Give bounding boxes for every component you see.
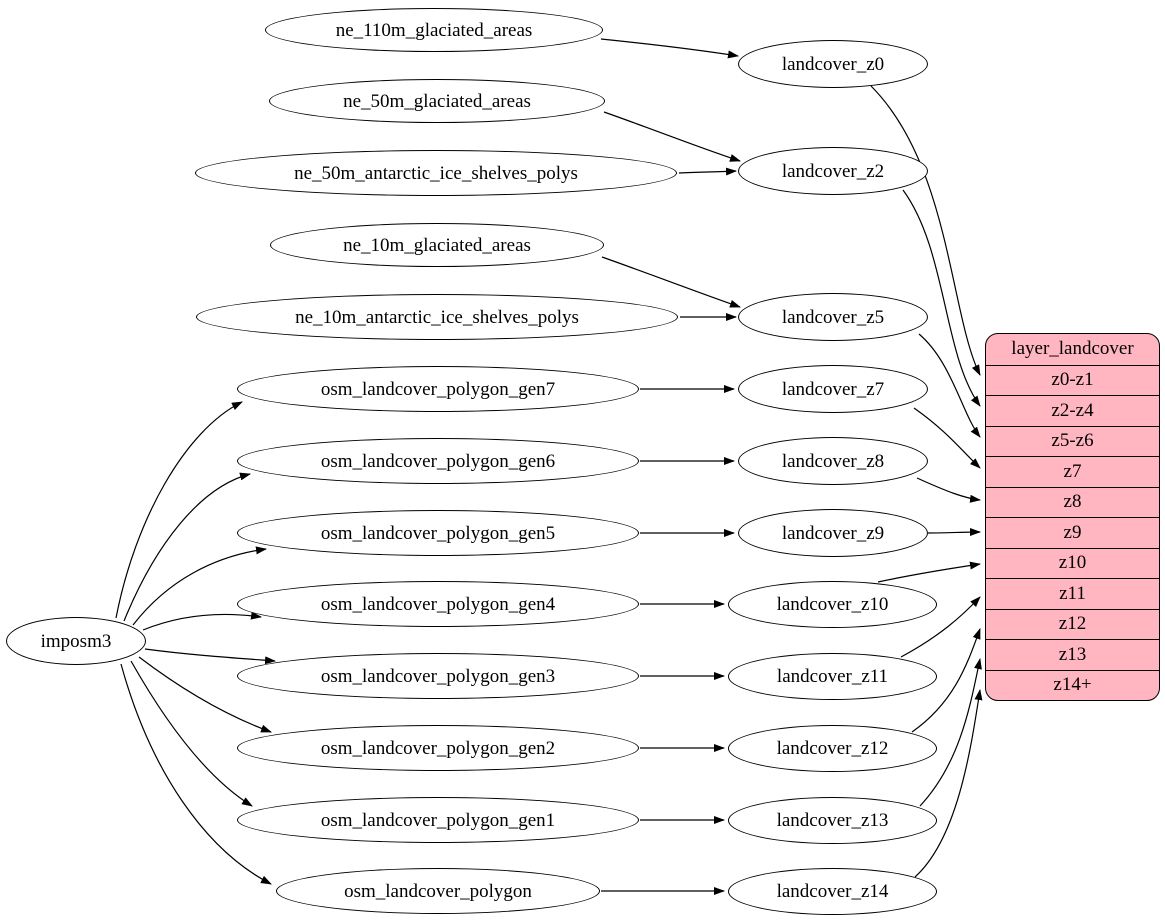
node-landcover-z5: landcover_z5	[738, 293, 928, 341]
node-label: ne_110m_glaciated_areas	[335, 19, 533, 41]
edge-z7-to-row-z7	[913, 407, 981, 469]
node-landcover-z8: landcover_z8	[738, 437, 928, 485]
record-row-z13: z13	[986, 639, 1159, 670]
edge-ne110m-to-z0	[600, 38, 739, 59]
node-landcover-z11: landcover_z11	[728, 653, 937, 700]
node-label: osm_landcover_polygon_gen3	[320, 665, 556, 687]
edge-imposm3-to-gen5	[132, 546, 267, 626]
node-imposm3: imposm3	[6, 617, 146, 665]
node-label: landcover_z8	[781, 450, 885, 472]
edge-ne50m-glac-to-z2	[603, 111, 741, 162]
record-row-z10: z10	[986, 547, 1159, 579]
node-label: landcover_z0	[781, 53, 885, 75]
edge-imposm3-to-gen7	[115, 401, 243, 619]
node-ne-10m-antarctic-ice-shelves-polys: ne_10m_antarctic_ice_shelves_polys	[196, 294, 678, 340]
node-landcover-z10: landcover_z10	[728, 581, 937, 628]
record-title: layer_landcover	[1011, 338, 1134, 360]
edge-z10-to-row-z10	[877, 561, 981, 583]
node-label: landcover_z5	[781, 306, 885, 328]
record-row-z8: z8	[986, 486, 1159, 518]
node-osm-landcover-polygon-gen3: osm_landcover_polygon_gen3	[237, 653, 639, 699]
record-row-z12: z12	[986, 608, 1159, 640]
edge-imposm3-to-gen2	[138, 656, 272, 733]
node-label: landcover_z9	[781, 522, 885, 544]
node-label: osm_landcover_polygon	[344, 880, 532, 902]
node-label: osm_landcover_polygon_gen4	[320, 593, 556, 615]
node-label: landcover_z2	[781, 160, 885, 182]
node-label: landcover_z11	[776, 666, 889, 687]
edge-imposm3-to-gen6	[123, 472, 251, 622]
node-label: landcover_z13	[776, 810, 889, 831]
node-label: landcover_z14	[776, 881, 889, 902]
node-label: osm_landcover_polygon_gen6	[320, 450, 556, 472]
node-ne-110m-glaciated-areas: ne_110m_glaciated_areas	[265, 8, 603, 52]
node-label: landcover_z12	[776, 738, 889, 759]
node-layer-landcover: layer_landcover z0-z1 z2-z4 z5-z6 z7 z8 …	[985, 333, 1160, 701]
edge-z5-to-row-z5-z6	[918, 333, 981, 438]
edge-z11-to-row-z11	[900, 596, 981, 658]
node-landcover-z7: landcover_z7	[738, 365, 928, 413]
edge-z8-to-row-z8	[916, 477, 981, 503]
node-label: osm_landcover_polygon_gen1	[320, 809, 556, 831]
node-ne-50m-glaciated-areas: ne_50m_glaciated_areas	[269, 79, 605, 123]
edge-imposm3-to-gen4	[142, 611, 262, 631]
node-landcover-z2: landcover_z2	[738, 147, 928, 195]
node-label: landcover_z7	[781, 378, 885, 400]
record-row-z5-z6: z5-z6	[986, 425, 1159, 457]
node-landcover-z9: landcover_z9	[738, 509, 928, 557]
record-row-z11: z11	[986, 578, 1159, 609]
node-osm-landcover-polygon-gen7: osm_landcover_polygon_gen7	[237, 366, 639, 412]
node-landcover-z14: landcover_z14	[728, 868, 937, 915]
edge-ne10m-glac-to-z5	[601, 256, 741, 308]
node-osm-landcover-polygon-gen5: osm_landcover_polygon_gen5	[237, 510, 639, 556]
edge-imposm3-to-gen1	[130, 660, 253, 807]
edge-z0-to-row-z0-z1	[870, 85, 981, 376]
record-row-z0-z1: z0-z1	[986, 364, 1159, 396]
node-osm-landcover-polygon-gen6: osm_landcover_polygon_gen6	[237, 438, 639, 484]
node-label: osm_landcover_polygon_gen7	[320, 378, 556, 400]
edge-z14-to-row-z14plus	[914, 689, 983, 878]
node-label: osm_landcover_polygon_gen5	[320, 522, 556, 544]
node-label: ne_50m_glaciated_areas	[343, 90, 531, 112]
node-ne-50m-antarctic-ice-shelves-polys: ne_50m_antarctic_ice_shelves_polys	[195, 150, 677, 196]
edge-ne50m-ant-to-z2	[678, 167, 737, 176]
edge-imposm3-to-polygon	[120, 663, 272, 885]
node-osm-landcover-polygon-gen2: osm_landcover_polygon_gen2	[237, 725, 639, 771]
record-row-z7: z7	[986, 456, 1159, 487]
node-label: ne_10m_glaciated_areas	[343, 234, 531, 256]
edge-imposm3-to-gen3	[144, 648, 276, 665]
node-osm-landcover-polygon: osm_landcover_polygon	[276, 868, 600, 914]
node-landcover-z13: landcover_z13	[728, 797, 937, 844]
node-ne-10m-glaciated-areas: ne_10m_glaciated_areas	[270, 223, 604, 267]
edge-z9-to-row-z9	[927, 528, 981, 537]
edge-z2-to-row-z2-z4	[902, 189, 981, 407]
edge-z13-to-row-z13	[919, 658, 982, 807]
record-row-z14plus: z14+	[986, 669, 1159, 701]
node-label: ne_10m_antarctic_ice_shelves_polys	[295, 306, 579, 328]
node-osm-landcover-polygon-gen4: osm_landcover_polygon_gen4	[237, 581, 639, 627]
node-landcover-z12: landcover_z12	[728, 725, 937, 772]
node-label: osm_landcover_polygon_gen2	[320, 737, 556, 759]
node-label: landcover_z10	[776, 594, 889, 615]
record-row-z9: z9	[986, 517, 1159, 548]
node-imposm3-label: imposm3	[40, 630, 112, 652]
node-label: ne_50m_antarctic_ice_shelves_polys	[294, 162, 578, 184]
record-row-z2-z4: z2-z4	[986, 395, 1159, 426]
edge-z12-to-row-z12	[911, 628, 981, 733]
node-landcover-z0: landcover_z0	[738, 40, 928, 88]
node-osm-landcover-polygon-gen1: osm_landcover_polygon_gen1	[237, 797, 639, 843]
